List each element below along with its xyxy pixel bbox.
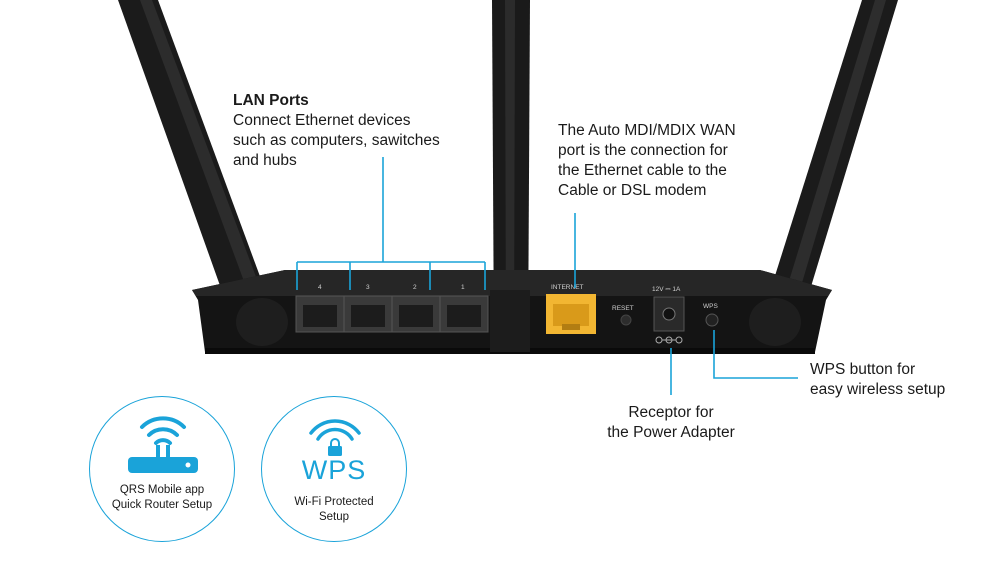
power-callout: Receptor for the Power Adapter bbox=[598, 403, 744, 443]
lan-ports-line-1: Connect Ethernet devices bbox=[233, 112, 411, 129]
wps-badge-label: Wi-Fi Protected Setup bbox=[262, 495, 406, 525]
wan-port bbox=[546, 294, 596, 334]
antenna-right-base bbox=[749, 298, 801, 346]
wps-badge-word: WPS bbox=[301, 455, 367, 485]
antenna-left bbox=[118, 0, 282, 336]
port-label-2: 2 bbox=[413, 284, 417, 291]
qrs-badge: QRS Mobile app Quick Router Setup bbox=[89, 396, 235, 542]
lan-callout-bracket bbox=[296, 157, 486, 290]
power-callout-line-1: Receptor for bbox=[628, 404, 714, 421]
wps-hw-button bbox=[705, 313, 719, 327]
qrs-badge-label: QRS Mobile app Quick Router Setup bbox=[90, 483, 234, 513]
qrs-badge-line-2: Quick Router Setup bbox=[111, 499, 213, 511]
router-wifi-icon bbox=[128, 416, 198, 473]
port-label-1: 1 bbox=[461, 284, 465, 291]
wps-callout: WPS button for easy wireless setup bbox=[810, 360, 945, 400]
wan-callout-line-4: Cable or DSL modem bbox=[558, 182, 707, 199]
lan-ports-title: LAN Ports bbox=[233, 92, 309, 109]
port-label-4: 4 bbox=[318, 284, 322, 291]
wan-callout-line-3: the Ethernet cable to the bbox=[558, 162, 727, 179]
reset-pinhole bbox=[620, 314, 632, 326]
wps-callout-line-2: easy wireless setup bbox=[810, 381, 946, 398]
wps-badge: WPS Wi-Fi Protected Setup bbox=[261, 396, 407, 542]
power-callout-line-2: the Power Adapter bbox=[607, 424, 735, 441]
lan-ports-line-3: and hubs bbox=[233, 152, 297, 169]
power-rating-label: 12V ⎓ 1A bbox=[652, 286, 681, 293]
wan-callout-line-1: The Auto MDI/MDIX WAN bbox=[558, 122, 736, 139]
wps-callout-line bbox=[713, 330, 798, 379]
wps-label: WPS bbox=[703, 303, 718, 310]
reset-label: RESET bbox=[612, 305, 634, 312]
wps-badge-line-1: Wi-Fi Protected bbox=[294, 496, 374, 508]
lock-wifi-icon bbox=[309, 419, 361, 456]
internet-label: INTERNET bbox=[551, 284, 584, 291]
wps-callout-line-1: WPS button for bbox=[810, 361, 916, 378]
antenna-center-base bbox=[490, 290, 530, 352]
antenna-right bbox=[756, 0, 898, 336]
wps-badge-line-2: Setup bbox=[318, 511, 350, 523]
lan-ports-callout: LAN Ports Connect Ethernet devices such … bbox=[233, 91, 440, 171]
lan-ports-line-2: such as computers, sawitches bbox=[233, 132, 440, 149]
port-label-3: 3 bbox=[366, 284, 370, 291]
wan-callout-line-2: port is the connection for bbox=[558, 142, 728, 159]
antenna-left-base bbox=[236, 298, 288, 346]
polarity-symbol bbox=[655, 336, 683, 344]
wan-callout: The Auto MDI/MDIX WAN port is the connec… bbox=[558, 121, 736, 201]
lan-port-group bbox=[295, 295, 489, 333]
qrs-badge-line-1: QRS Mobile app bbox=[119, 484, 205, 496]
antenna-center bbox=[492, 0, 530, 352]
